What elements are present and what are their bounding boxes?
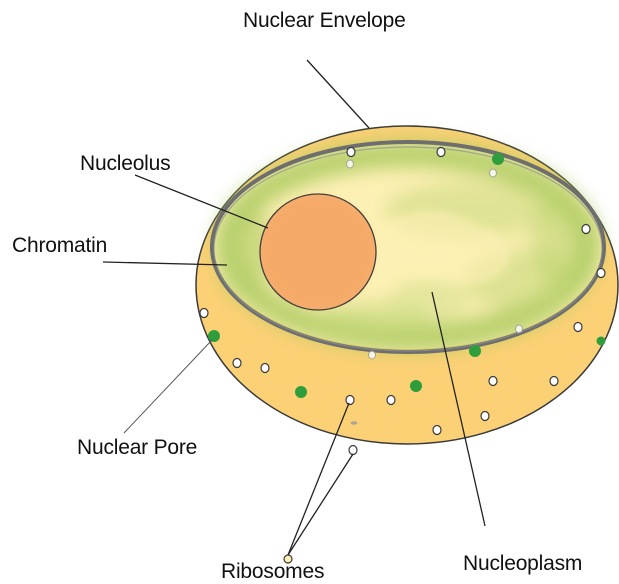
ribosome: [347, 148, 355, 157]
nuclear-pore: [410, 380, 422, 392]
label-nucleoplasm: Nucleoplasm: [463, 552, 582, 575]
nuclear-pore: [295, 386, 307, 398]
ribosome: [433, 426, 441, 435]
label-nuclear-pore: Nuclear Pore: [77, 436, 197, 459]
nuclear-pore: [597, 337, 606, 346]
ribosome: [387, 396, 395, 405]
ribosome: [490, 169, 497, 177]
leader-line-nuclear-envelope: [307, 60, 369, 128]
ribosome: [597, 269, 605, 278]
label-nuclear-envelope: Nuclear Envelope: [243, 9, 406, 32]
ribosome: [516, 325, 523, 333]
ribosome: [369, 351, 376, 359]
ribosome: [481, 412, 489, 421]
ribosome: [437, 148, 445, 157]
ribosome-small: [351, 421, 358, 425]
leader-line-ribosomes-b: [288, 454, 353, 555]
label-chromatin: Chromatin: [12, 234, 107, 257]
ribosome: [489, 377, 497, 386]
ribosome: [261, 364, 269, 373]
leader-line-nuclear-pore: [124, 340, 212, 433]
ribosome: [347, 160, 354, 168]
nuclear-pore: [492, 153, 504, 165]
ribosome: [574, 323, 582, 332]
nucleolus-shade: [264, 198, 372, 306]
label-nucleolus: Nucleolus: [80, 152, 170, 175]
label-ribosomes: Ribosomes: [221, 560, 324, 583]
ribosome: [346, 396, 354, 405]
nuclear-pore: [208, 330, 220, 342]
nuclear-pore: [469, 345, 481, 357]
ribosome: [233, 359, 241, 368]
ribosome: [582, 225, 590, 234]
ribosome: [200, 309, 208, 318]
ribosome: [349, 446, 357, 455]
ribosome: [550, 377, 558, 386]
